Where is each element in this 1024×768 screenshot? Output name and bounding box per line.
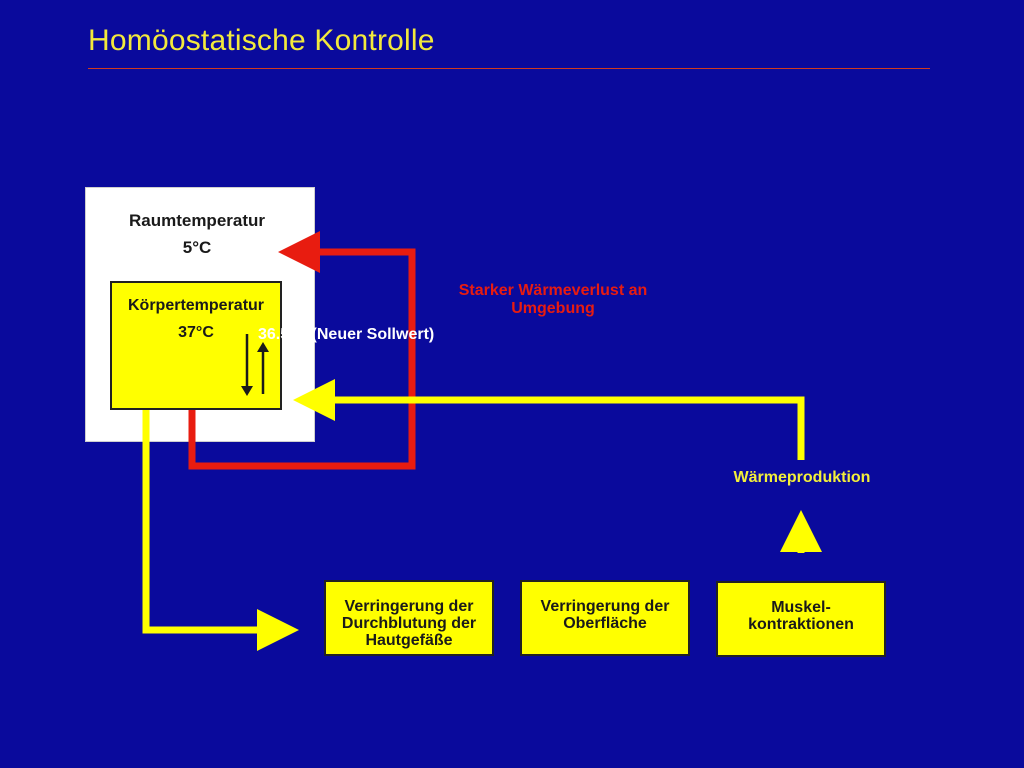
effector-surface-label: Verringerung der Oberfläche — [540, 598, 670, 632]
skin-vessel-arrow — [142, 410, 299, 651]
heat-loss-label: Starker Wärmeverlust an Umgebung — [458, 282, 648, 317]
effector-muscle: Muskel- kontraktionen — [716, 581, 886, 657]
body-temperature-box — [110, 281, 282, 410]
body-temperature-value: 37°C — [178, 324, 214, 341]
effector-skin-vessels-label: Verringerung der Durchblutung der Hautge… — [341, 598, 477, 649]
slide-title: Homöostatische Kontrolle — [88, 24, 435, 57]
new-setpoint-label: 36.5°C (Neuer Sollwert) — [258, 326, 435, 343]
heat-production-label: Wärmeproduktion — [733, 469, 871, 486]
room-temperature-label: Raumtemperatur — [128, 211, 266, 230]
body-temperature-label: Körpertemperatur — [127, 297, 265, 314]
effector-muscle-label: Muskel- kontraktionen — [748, 599, 854, 633]
effector-skin-vessels: Verringerung der Durchblutung der Hautge… — [324, 580, 494, 656]
effector-surface: Verringerung der Oberfläche — [520, 580, 690, 656]
room-temperature-value: 5°C — [182, 238, 212, 257]
heat-loss-arrow — [188, 231, 416, 470]
heat-return-arrow — [293, 379, 805, 460]
title-divider — [88, 68, 930, 69]
